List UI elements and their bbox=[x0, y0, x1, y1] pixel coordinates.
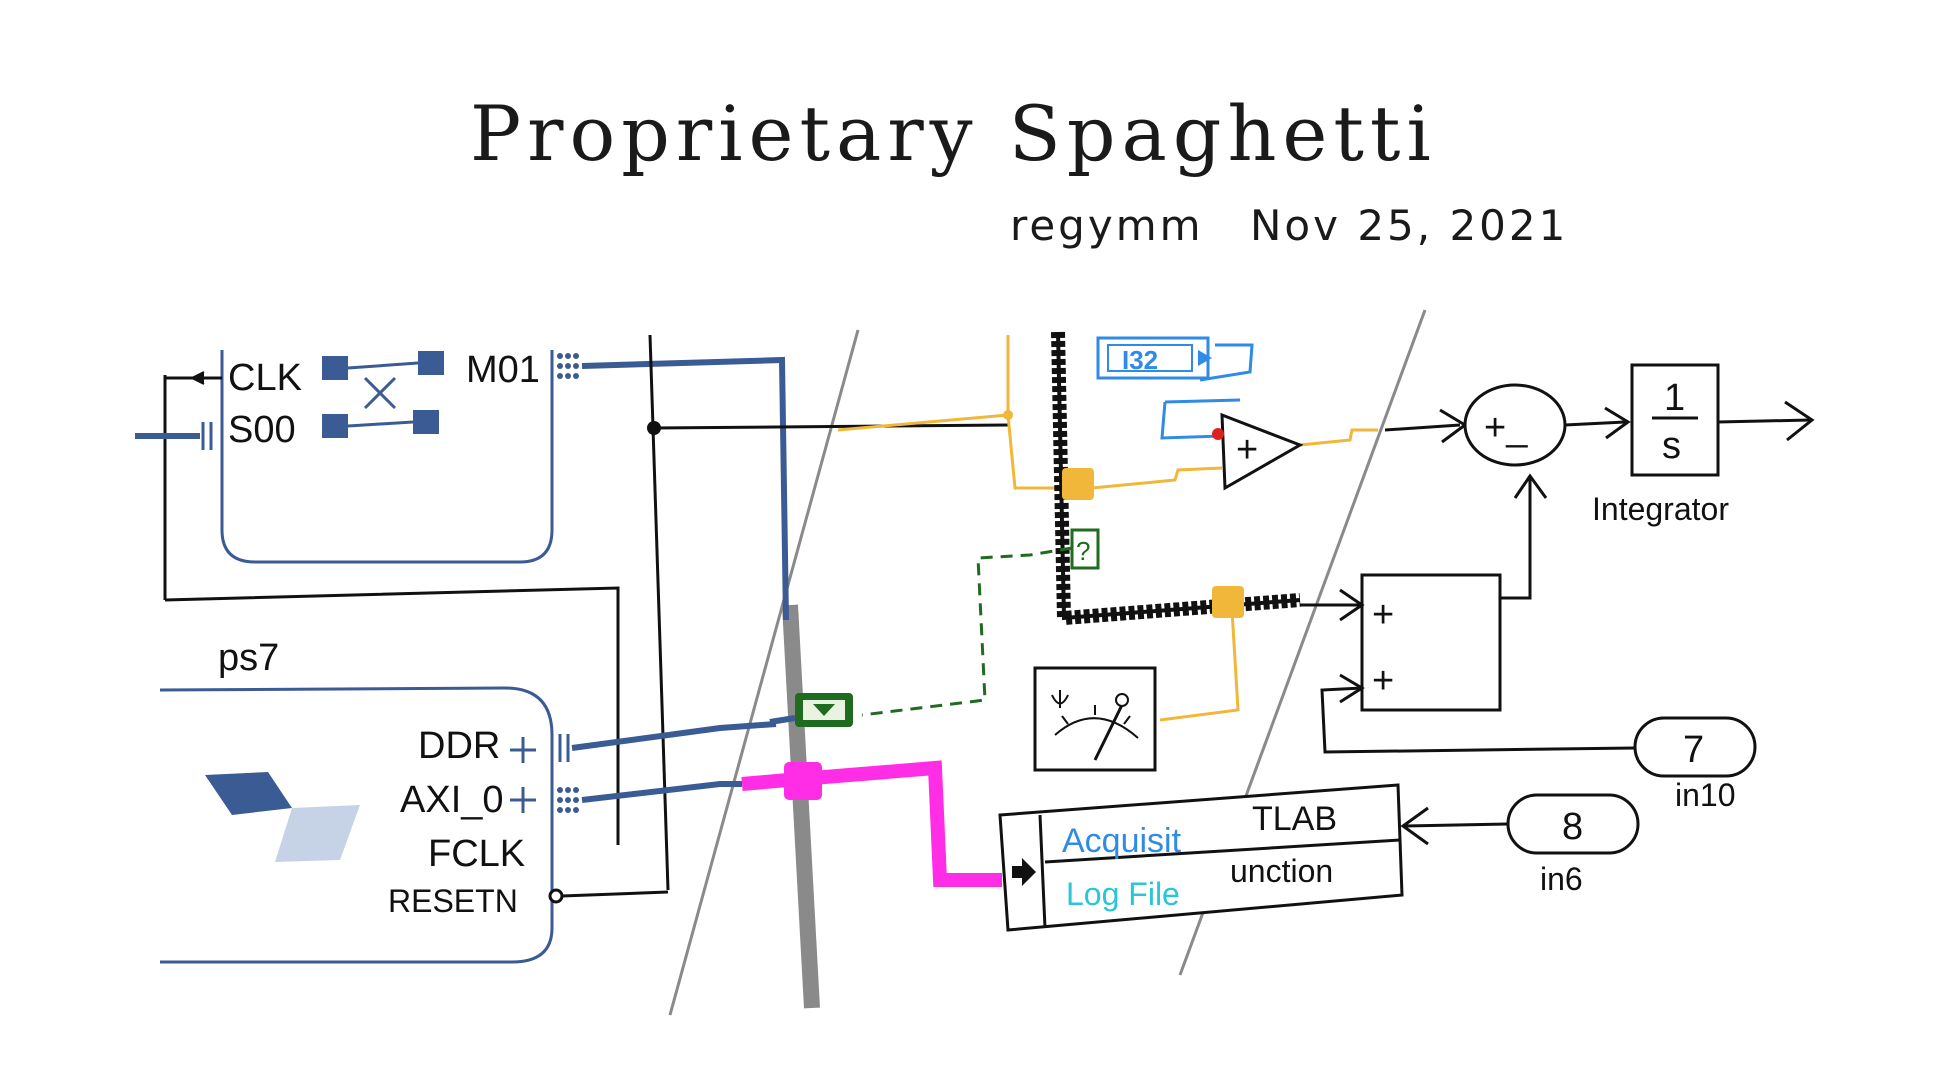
orange-wire-top bbox=[837, 335, 1010, 432]
integrator-block[interactable] bbox=[1630, 363, 1720, 477]
blue-wire-to-comparator bbox=[1160, 401, 1223, 440]
pink-node[interactable] bbox=[784, 762, 822, 800]
integrator-denominator: s bbox=[1662, 425, 1681, 467]
green-dashed-wire bbox=[861, 546, 1073, 717]
function-input-arrow-icon bbox=[1012, 858, 1036, 886]
in10-value: 7 bbox=[1683, 729, 1704, 771]
gauge-icon[interactable] bbox=[1033, 666, 1157, 772]
integrator-numerator: 1 bbox=[1664, 377, 1685, 419]
input-terminal-in10[interactable] bbox=[1633, 716, 1757, 778]
ps7-port-axi: AXI_0 bbox=[400, 779, 504, 821]
integrator-label: Integrator bbox=[1592, 491, 1729, 527]
arrow-icon bbox=[1400, 806, 1429, 846]
output-arrow-icon bbox=[1784, 400, 1815, 442]
adder-input-1: + bbox=[1372, 594, 1394, 636]
in6-value: 8 bbox=[1562, 806, 1583, 848]
ps7-port-ddr: DDR bbox=[418, 725, 500, 767]
pink-wire bbox=[741, 760, 1002, 887]
arrow-icon bbox=[1339, 673, 1365, 704]
arrow-icon bbox=[1604, 406, 1631, 440]
orange-wire-out bbox=[1299, 428, 1378, 447]
top-ip-block[interactable] bbox=[220, 350, 554, 564]
adder-block[interactable] bbox=[1360, 573, 1502, 712]
fclk-wire bbox=[164, 586, 620, 845]
gray-bus bbox=[782, 604, 820, 1009]
orange-wire-gauge bbox=[1159, 609, 1240, 722]
function-overlay-logfile: Log File bbox=[1066, 876, 1180, 912]
probe-mark: ? bbox=[1076, 536, 1090, 566]
date: Nov 25, 2021 bbox=[1250, 201, 1568, 250]
resetn-wire bbox=[561, 890, 669, 898]
m01-bus-wire bbox=[581, 356, 789, 621]
function-box[interactable] bbox=[998, 783, 1404, 932]
junction-node[interactable] bbox=[1212, 586, 1244, 618]
in10-wire bbox=[1320, 686, 1636, 754]
interface-square bbox=[322, 414, 348, 438]
arrow-icon bbox=[1339, 588, 1365, 622]
ps7-block[interactable] bbox=[159, 686, 554, 964]
i32-type-label: I32 bbox=[1122, 345, 1158, 375]
ps7-port-resetn: RESETN bbox=[388, 883, 518, 919]
ddr-bus-wire bbox=[571, 721, 777, 751]
summer-label: +_ bbox=[1484, 407, 1528, 449]
ddr-plus-icon bbox=[510, 737, 536, 763]
terminal-arrow-icon bbox=[813, 704, 835, 716]
interface-square bbox=[413, 410, 439, 434]
zynq-logo-icon bbox=[205, 772, 292, 815]
adder-input-2: + bbox=[1372, 660, 1394, 702]
interface-square bbox=[418, 351, 444, 375]
axi-plus-icon bbox=[510, 787, 536, 813]
ps7-name: ps7 bbox=[218, 637, 279, 679]
slice-line-left bbox=[668, 329, 860, 1016]
comparator-sign: + bbox=[1236, 429, 1258, 471]
adder-to-summer-wire bbox=[1500, 478, 1532, 600]
clock-net-out bbox=[653, 423, 1009, 430]
top-input-s00: S00 bbox=[228, 409, 296, 451]
ps7-port-fclk: FCLK bbox=[428, 833, 525, 875]
m01-connector-icon bbox=[557, 353, 579, 379]
author: regymm bbox=[1010, 201, 1204, 250]
top-input-clk: CLK bbox=[228, 357, 302, 399]
in10-name: in10 bbox=[1675, 777, 1736, 813]
function-line1: TLAB bbox=[1252, 800, 1337, 838]
axi-bus-wire bbox=[581, 781, 742, 803]
arrow-icon bbox=[1513, 473, 1548, 499]
clock-net-vertical bbox=[648, 334, 670, 891]
orange-wire-to-comparator bbox=[1091, 466, 1223, 490]
comparator-block[interactable] bbox=[1220, 412, 1304, 491]
junction-node[interactable] bbox=[1062, 468, 1094, 500]
zynq-logo-shadow bbox=[275, 805, 360, 862]
coercion-dot bbox=[1212, 428, 1224, 440]
i32-arrow-icon bbox=[1198, 350, 1212, 366]
in6-name: in6 bbox=[1540, 861, 1583, 897]
function-overlay-acquisit: Acquisit bbox=[1062, 822, 1182, 860]
resetn-bubble-icon bbox=[548, 888, 564, 904]
function-line2: unction bbox=[1230, 853, 1333, 889]
clk-arrow-icon bbox=[189, 371, 205, 385]
interface-square bbox=[322, 356, 348, 380]
axi-connector-icon bbox=[557, 787, 579, 813]
page-title: Proprietary Spaghetti bbox=[470, 89, 1437, 178]
top-output-m01: M01 bbox=[466, 349, 540, 391]
